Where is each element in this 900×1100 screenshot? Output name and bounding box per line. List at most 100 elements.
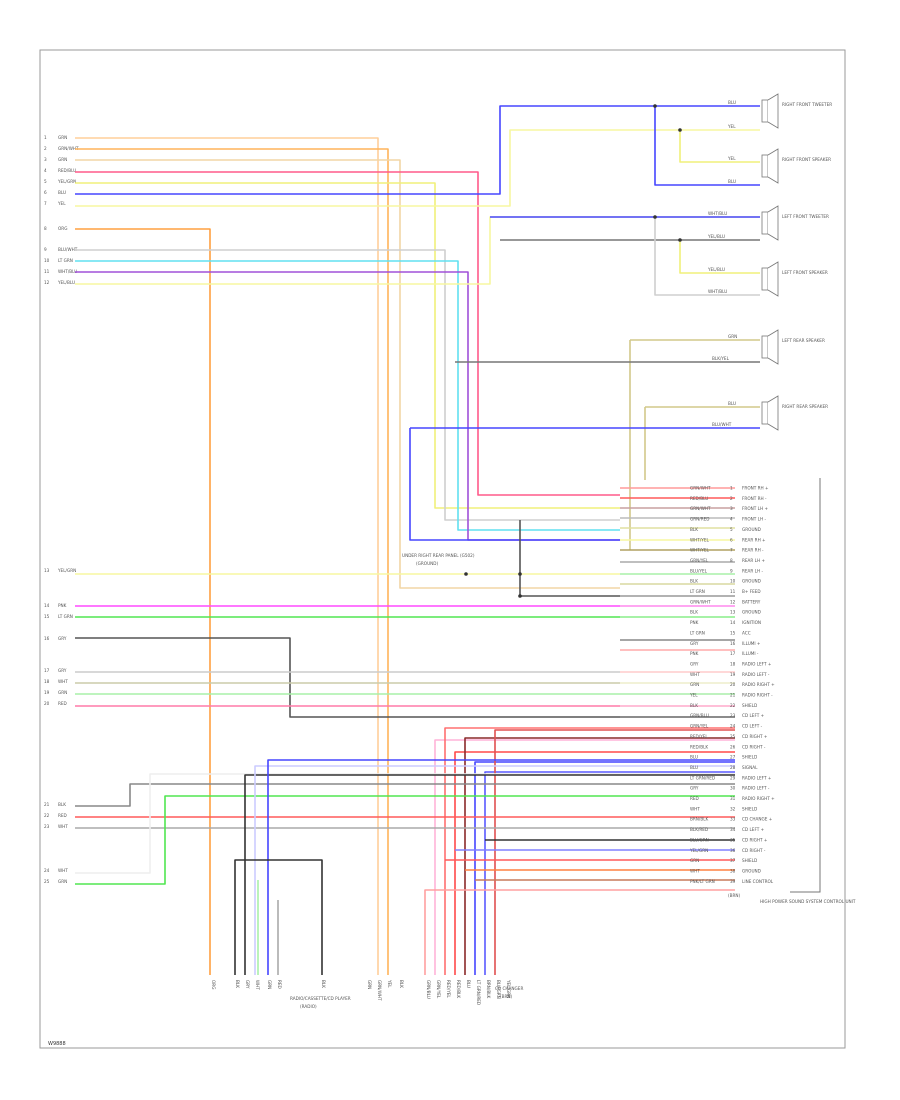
- left-label-code: 14: [44, 603, 50, 608]
- amp-pin-number: 4: [730, 517, 733, 522]
- left-label-code: 8: [44, 226, 47, 231]
- amp-pin-number: 8: [730, 558, 733, 563]
- speaker-wire-label: BLU: [728, 179, 736, 184]
- left-label-code: 10: [44, 258, 50, 263]
- radio-pin-label: GRN: [267, 980, 272, 989]
- amp-pin-number: 35: [730, 837, 736, 842]
- amp-pin-function: BATTERY: [742, 599, 761, 604]
- left-label-color: BLU/WHT: [58, 247, 78, 252]
- amp-pin-number: 10: [730, 579, 736, 584]
- wire-yel-grn: [75, 182, 620, 509]
- amp-pin-number: 29: [730, 775, 736, 780]
- amp-pin-color: GRN/BLU: [690, 713, 709, 718]
- speaker-wire-label: BLK/YEL: [712, 356, 730, 361]
- amp-pin-number: 20: [730, 682, 736, 687]
- amp-pin-color: GRN: [690, 858, 699, 863]
- left-label-code: 1: [44, 135, 47, 140]
- amp-pin-function: GROUND: [742, 579, 761, 584]
- wire-lt-grn: [75, 260, 620, 531]
- left-label-code: 12: [44, 280, 50, 285]
- amp-pin-color: BLK/RED: [690, 827, 708, 832]
- amp-pin-color: BLK: [690, 610, 698, 615]
- amp-label-1: HIGH POWER SOUND SYSTEM CONTROL UNIT: [760, 899, 856, 904]
- wire-wht-blu: [75, 271, 620, 541]
- amp-pin-function: SHIELD: [742, 858, 757, 863]
- cd-pin-label: RED/YEL: [446, 980, 451, 998]
- amp-pin-color: RED/BLU: [690, 496, 708, 501]
- wire-grn: [75, 137, 379, 975]
- amp-pin-function: ILLUMI -: [742, 651, 759, 656]
- amp-pin-function: RADIO LEFT -: [742, 786, 770, 791]
- left-label-code: 13: [44, 568, 50, 573]
- amp-pin-function: SHIELD: [742, 755, 757, 760]
- cd-pin-label: RED/BLK: [456, 980, 461, 998]
- amp-pin-function: ACC: [742, 630, 751, 635]
- speaker-name: LEFT REAR SPEAKER: [782, 338, 825, 343]
- wire-harness: [75, 105, 760, 975]
- amp-pin-function: CD LEFT +: [742, 827, 765, 832]
- amp-pin-function: B+ FEED: [742, 589, 761, 594]
- amp-pin-number: 6: [730, 537, 733, 542]
- wire-yel: [75, 129, 760, 207]
- amp-pin-number: 26: [730, 744, 736, 749]
- cd-sub: (BRN): [500, 994, 513, 999]
- amp-pin-color: BRN/BLK: [690, 817, 709, 822]
- ground-note-2: (GROUND): [416, 561, 439, 566]
- speaker-name: RIGHT FRONT SPEAKER: [782, 157, 831, 162]
- amp-pin-color: LT GRN: [690, 589, 705, 594]
- amp-pin-function: FRONT LH +: [742, 506, 768, 511]
- amp-pin-number: 18: [730, 661, 736, 666]
- amp-pin-color: BLK: [690, 579, 698, 584]
- amp-pin-function: REAR RH +: [742, 537, 766, 542]
- left-label-color: YEL/BLU: [57, 280, 75, 285]
- amp-pin-number: 16: [730, 641, 736, 646]
- cd-label: CD CHANGER: [495, 986, 523, 991]
- radio-pin-label: GRY: [245, 980, 250, 989]
- amp-pin-number: 34: [730, 827, 736, 832]
- amp-bracket: [790, 478, 821, 893]
- amp-pin-function: REAR LH -: [742, 568, 763, 573]
- amp-pin-number: 38: [730, 868, 736, 873]
- left-label-color: GRN: [58, 879, 67, 884]
- wire-org: [75, 228, 211, 975]
- amp-pin-color: GRN/RED: [690, 517, 709, 522]
- speaker-labels: RIGHT FRONT TWEETER RIGHT FRONT SPEAKER …: [707, 100, 832, 427]
- amp-pin-color: YEL: [689, 693, 698, 698]
- amp-pin-number: 12: [730, 599, 736, 604]
- cd-pin-label: LT GRN/RED: [476, 980, 481, 1005]
- speaker-wire-label: YEL: [727, 124, 736, 129]
- amp-pin-function: RADIO LEFT -: [742, 672, 770, 677]
- radio-pin-label: BLK: [321, 980, 326, 988]
- amp-pin-function: GROUND: [742, 610, 761, 615]
- wire-blu: [75, 105, 760, 195]
- amp-pin-number: 25: [730, 734, 736, 739]
- amp-pin-function: GROUND: [742, 868, 761, 873]
- amp-pin-number: 23: [730, 713, 736, 718]
- speaker-wire-label: YEL: [727, 156, 736, 161]
- amp-pin-function: RADIO LEFT +: [742, 775, 772, 780]
- amp-pin-color: WHT: [690, 868, 700, 873]
- left-label-code: 22: [44, 813, 50, 818]
- speaker-wire-label: WHT/BLU: [708, 211, 727, 216]
- left-label-code: 19: [44, 690, 50, 695]
- speaker-wire-label: BLU: [728, 100, 736, 105]
- amp-pin-color: PNK: [690, 620, 699, 625]
- left-label-code: 25: [44, 879, 50, 884]
- amp-pin-number: 13: [730, 610, 736, 615]
- left-label-code: 16: [44, 636, 50, 641]
- amp-pin-function: CD RIGHT -: [742, 848, 766, 853]
- speaker-wire-label: YEL/BLU: [707, 234, 725, 239]
- cd-pin-label: BLU/GRN: [496, 980, 501, 999]
- cd-pin-label: BLU: [466, 980, 471, 988]
- amp-pin-color: BLU: [690, 765, 698, 770]
- amp-pin-number: 3: [730, 506, 733, 511]
- left-label-color: WHT: [58, 868, 68, 873]
- amp-pin-function: CD RIGHT -: [742, 744, 766, 749]
- left-label-code: 9: [44, 247, 47, 252]
- radio-pin-label: WHT: [255, 980, 260, 990]
- amp-pin-color: WHT: [690, 672, 700, 677]
- amp-pin-number: 37: [730, 858, 736, 863]
- amp-pin-color: GRN/WHT: [690, 506, 711, 511]
- radio-pin-label: BLK: [235, 980, 240, 988]
